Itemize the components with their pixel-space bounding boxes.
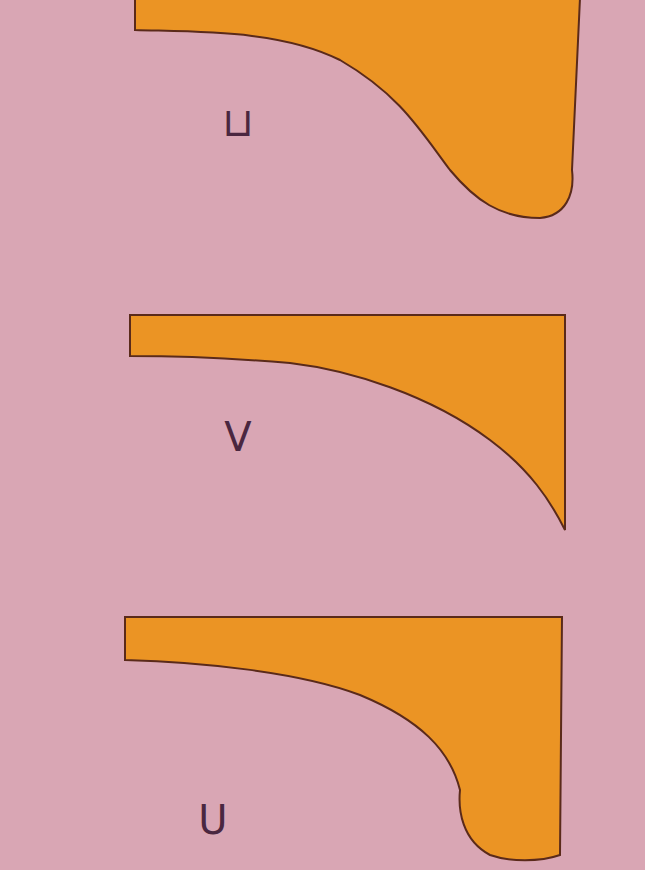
shape-label: V [224,417,251,457]
shape-label: U [198,800,227,840]
v-profile [130,315,565,530]
u-profile [125,617,562,860]
square-profile [135,0,580,218]
shape-label: ⊔ [222,102,253,142]
